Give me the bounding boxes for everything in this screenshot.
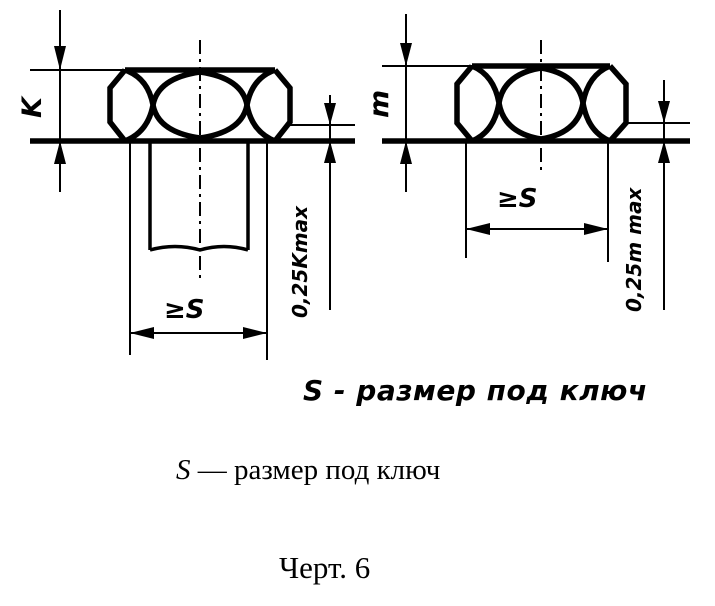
- bolt-head-face-right: [244, 67, 277, 144]
- nut-face-right: [580, 63, 612, 144]
- caption-printed: S — размер под ключ: [176, 454, 576, 487]
- dim-m-arrow-top: [400, 43, 412, 66]
- bolt-head-outline: [107, 68, 293, 143]
- dim-s-bolt-arrow-right: [243, 327, 267, 339]
- dim-bolt-offset-arrow-bottom: [324, 141, 336, 163]
- dim-k-arrow-bottom: [54, 141, 66, 164]
- nut-face-left: [470, 63, 502, 144]
- dim-nut-offset: 0,25m max: [622, 80, 670, 312]
- dim-s-nut: ≥S: [465, 141, 609, 262]
- dim-nut-offset-arrow-top: [658, 101, 670, 123]
- figure-label: Черт. 6: [279, 550, 371, 585]
- dim-k: K: [17, 10, 66, 192]
- bolt-head-face-left: [123, 67, 156, 144]
- dim-s-bolt-label: ≥S: [164, 295, 205, 325]
- dim-bolt-offset-label: 0,25Kmax: [288, 205, 312, 318]
- dim-nut-offset-arrow-bottom: [658, 141, 670, 163]
- caption-handwritten: S - размер под ключ: [303, 374, 648, 407]
- dim-m: m: [364, 14, 412, 192]
- dim-s-bolt-arrow-left: [130, 327, 154, 339]
- caption-printed-symbol: S: [176, 454, 191, 486]
- dim-s-bolt: ≥S: [129, 141, 268, 360]
- dim-m-label: m: [364, 90, 395, 118]
- nut: [382, 63, 690, 144]
- dim-nut-offset-label: 0,25m max: [622, 187, 646, 312]
- dim-s-nut-label: ≥S: [497, 184, 538, 214]
- bolt-head: [30, 67, 355, 144]
- caption-printed-text: — размер под ключ: [190, 454, 441, 486]
- dim-s-nut-arrow-left: [466, 223, 490, 235]
- dim-bolt-offset-arrow-top: [324, 103, 336, 125]
- dim-k-label: K: [17, 95, 48, 118]
- dim-s-nut-arrow-right: [584, 223, 608, 235]
- dim-m-arrow-bottom: [400, 141, 412, 164]
- dim-k-arrow-top: [54, 46, 66, 70]
- nut-outline: [454, 64, 629, 143]
- dim-bolt-offset: 0,25Kmax: [288, 95, 336, 318]
